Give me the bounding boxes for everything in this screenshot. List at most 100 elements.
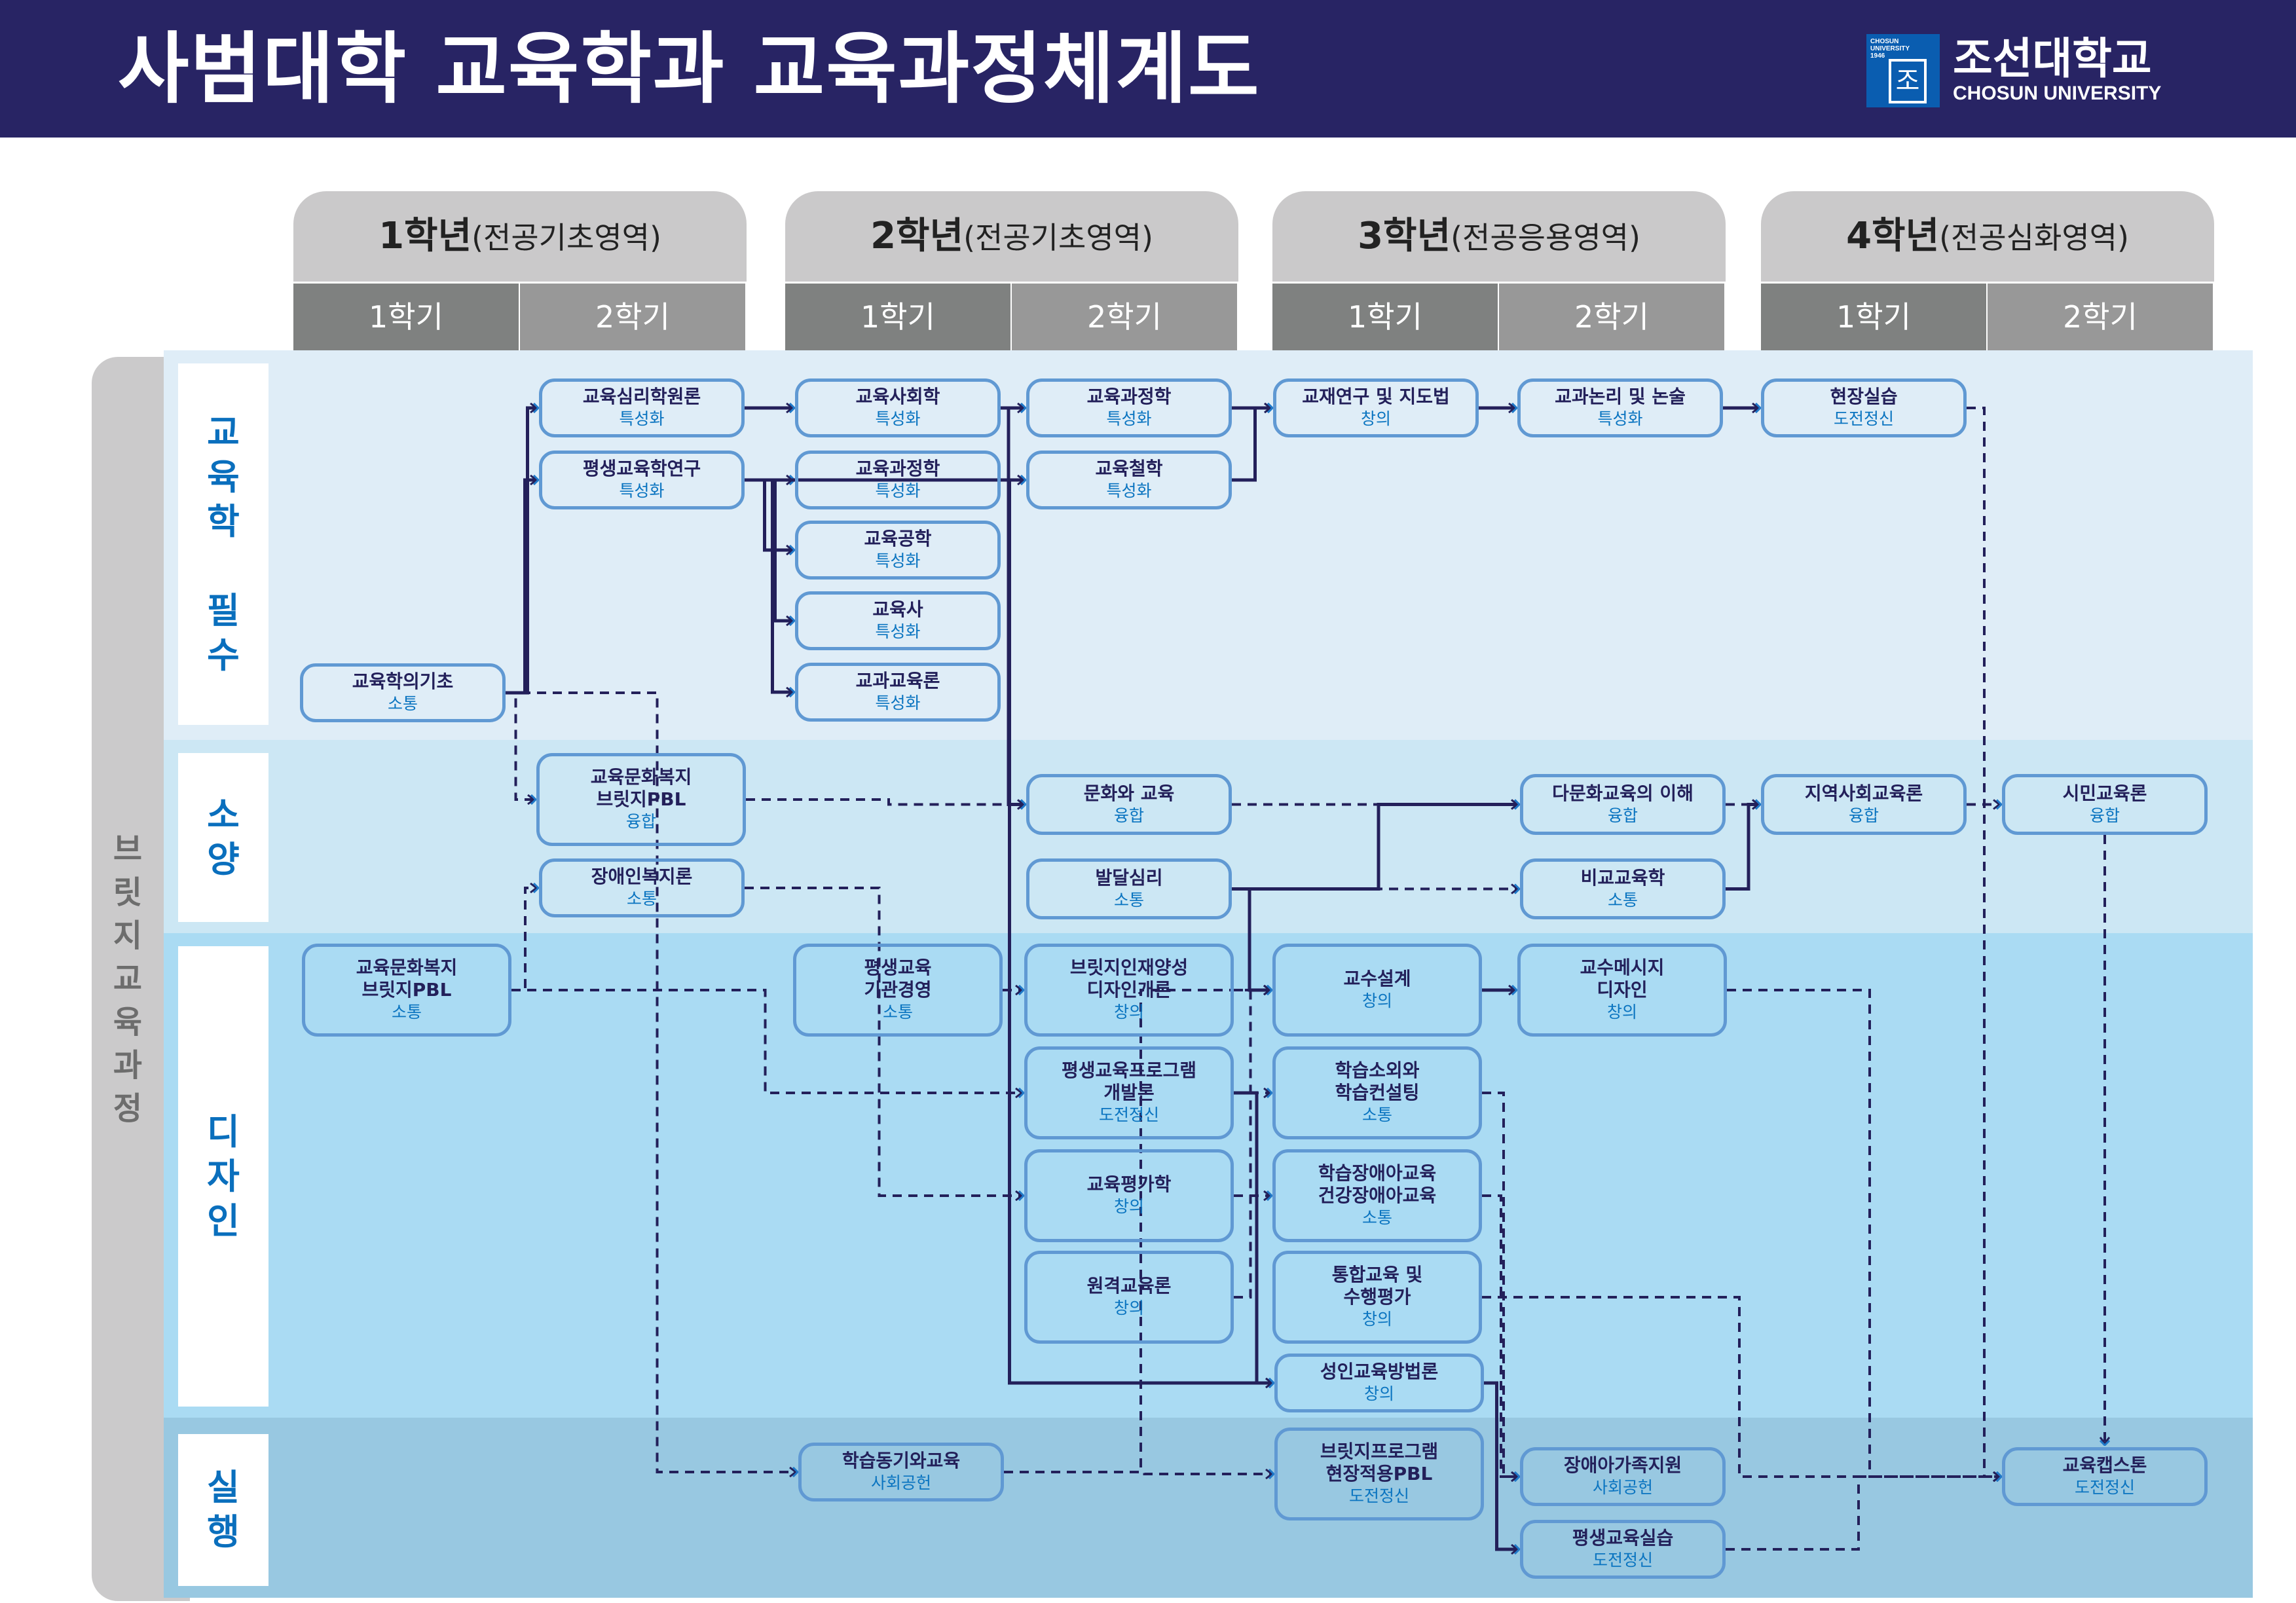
category-char: 디 [207, 1111, 240, 1152]
course-title: 통합교육 및 수행평가 [1331, 1264, 1423, 1308]
course-competency-tag: 융합 [2089, 805, 2120, 825]
course-competency-tag: 특성화 [875, 693, 921, 712]
connector-dashed [511, 888, 538, 991]
course-competency-tag: 창의 [1360, 409, 1391, 428]
connector-dashed [1967, 407, 2001, 1477]
course-competency-tag: 도전정신 [1098, 1105, 1159, 1124]
connector-solid [1232, 805, 1519, 891]
course-title: 현장실습 [1830, 386, 1898, 407]
connector-dashed [1726, 1477, 2001, 1551]
logo-emblem-icon: CHOSUN UNIVERSITY 1946 조 [1866, 33, 1940, 107]
course-title: 평생교육프로그램 개발론 [1061, 1059, 1197, 1103]
connector-solid [506, 408, 538, 695]
year-label: 3학년 [1358, 215, 1451, 257]
course-competency-tag: 창의 [1113, 1299, 1144, 1317]
year-area: (전공기초영역) [472, 220, 661, 255]
course-competency-tag: 융합 [1607, 805, 1638, 825]
course-competency-tag: 소통 [1361, 1208, 1392, 1227]
course-competency-tag: 창의 [1361, 991, 1392, 1010]
connector-dashed [745, 887, 1023, 1196]
category-char: 교 [207, 412, 240, 453]
course-title: 교과교육론 [855, 670, 940, 691]
course-competency-tag: 창의 [1363, 1384, 1394, 1403]
course-competency-tag: 소통 [882, 1003, 913, 1022]
course-title: 학습소외와 학습컨설팅 [1335, 1059, 1420, 1103]
course-competency-tag: 도전정신 [1348, 1486, 1409, 1505]
semester-header: 1학기 [1272, 284, 1498, 367]
year-header-4: 4학년(전공심화영역) [1761, 191, 2214, 282]
connector-dashed [1004, 990, 1271, 1473]
course-title: 교육사회학 [855, 386, 940, 407]
category-char: 자 [207, 1155, 240, 1197]
course-competency-tag: 특성화 [875, 481, 921, 500]
course-title: 평생교육실습 [1572, 1527, 1674, 1549]
connector-dashed [1727, 989, 2001, 1477]
band-design [164, 933, 2253, 1418]
course-title: 시민교육론 [2062, 782, 2147, 804]
course-title: 교육학의기초 [352, 671, 454, 692]
connector-solid [1232, 408, 1272, 482]
side-label-char: 교 [113, 961, 143, 997]
logo-name-english: CHOSUN UNIVERSITY [1953, 82, 2162, 104]
course-title: 교육과정학 [855, 458, 940, 479]
course-title: 교육사 [872, 599, 923, 620]
course-competency-tag: 특성화 [619, 409, 665, 428]
category-char: 학 [207, 501, 240, 542]
course-title: 학습장애아교육 건강장애아교육 [1318, 1162, 1437, 1206]
course-title: 평생교육 기관경영 [864, 957, 932, 1001]
side-label-char: 정 [113, 1090, 143, 1127]
category-char: 실 [207, 1467, 240, 1508]
semester-header: 2학기 [1988, 284, 2213, 367]
header-bar: 사범대학 교육학과 교육과정체계도 CHOSUN UNIVERSITY 1946… [0, 0, 2296, 138]
semester-header: 2학기 [1499, 284, 1724, 367]
connector-solid [745, 478, 794, 692]
connector-solid [506, 480, 538, 695]
connector-dashed [506, 691, 797, 1472]
course-title: 다문화교육의 이해 [1552, 782, 1694, 804]
connector-dashed [746, 798, 1025, 805]
course-title: 교과논리 및 논술 [1555, 386, 1686, 407]
year-header-2: 2학년(전공기초영역) [785, 191, 1238, 282]
course-competency-tag: 창의 [1113, 1197, 1144, 1216]
